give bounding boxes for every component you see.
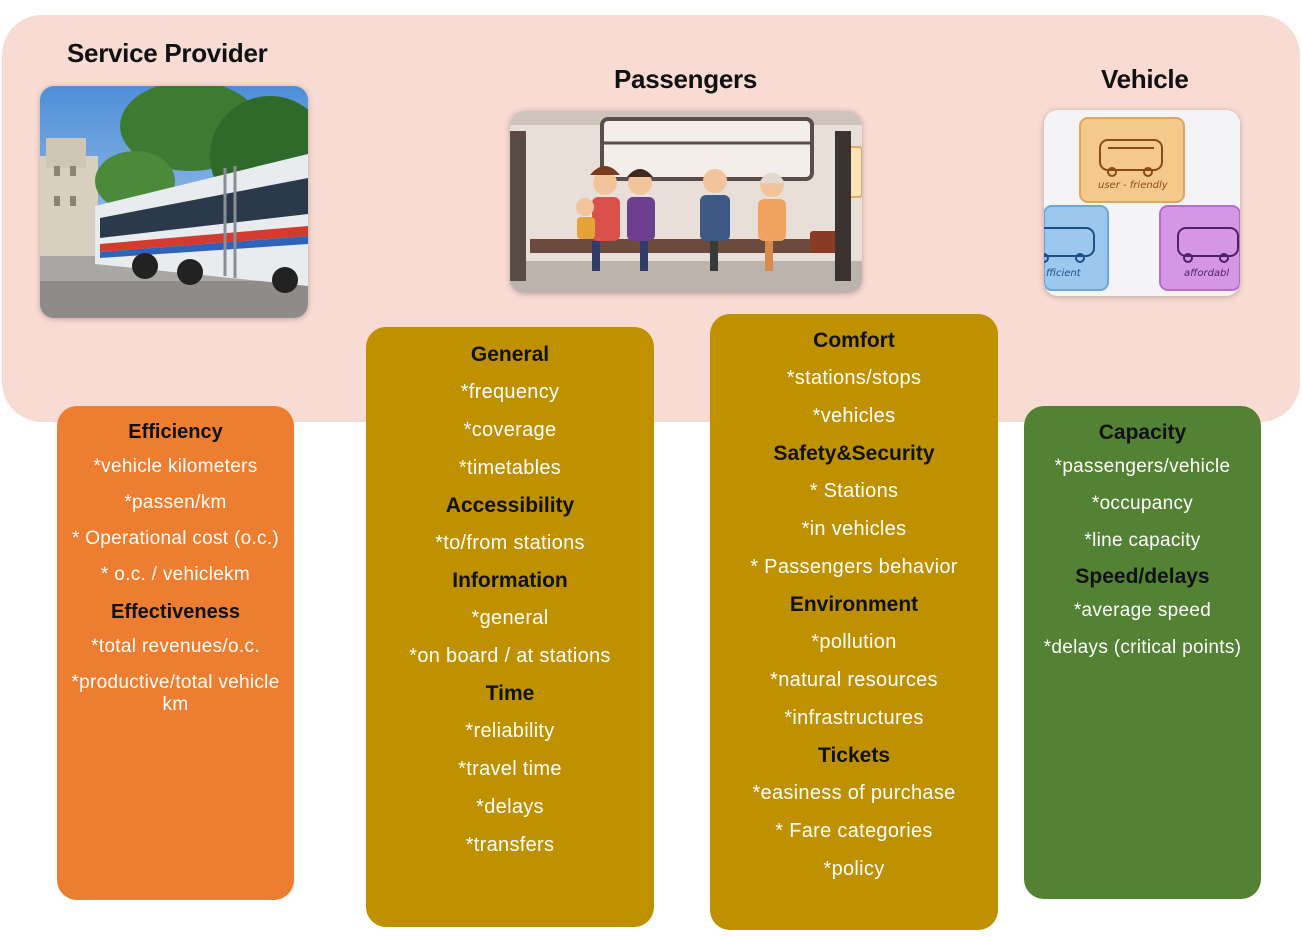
metric-item: *general [471, 607, 549, 629]
section-title: Capacity [1098, 421, 1187, 444]
metric-item: *natural resources [770, 669, 938, 691]
heading-service-provider: Service Provider [67, 38, 268, 68]
metric-item: *transfers [465, 834, 555, 856]
metric-item: *delays [476, 796, 544, 818]
section-title: General [470, 343, 550, 366]
metric-item: *vehicle kilometers [93, 456, 258, 477]
section-title: Accessibility [445, 494, 575, 517]
user-friendly-label: user - friendly [1098, 180, 1169, 191]
efficient-label: fficient [1046, 268, 1082, 279]
metric-item: *infrastructures [784, 707, 924, 729]
section-title: Tickets [818, 744, 890, 767]
metric-item: *line capacity [1084, 530, 1201, 551]
metric-item: * Passengers behavior [750, 556, 958, 578]
section-title: Information [452, 569, 568, 592]
bus-photo [40, 86, 308, 318]
metric-item: *average speed [1073, 600, 1212, 621]
section-title: Effectiveness [111, 601, 240, 623]
metric-item: * Fare categories [775, 820, 933, 842]
metric-item: *on board / at stations [409, 645, 611, 667]
metric-item: *easiness of purchase [752, 782, 956, 804]
metric-item: *pollution [811, 631, 897, 653]
metric-item: *timetables [458, 457, 562, 479]
metric-item: *coverage [463, 419, 557, 441]
section-title: Time [485, 682, 535, 705]
metric-item: *travel time [458, 758, 562, 780]
vehicle-graphic-drawing: user - friendly fficient affordabl [1044, 110, 1240, 296]
vehicle-card: Capacity *passengers/vehicle *occupancy *li… [1024, 406, 1261, 899]
metric-item: * Stations [809, 480, 899, 502]
passengers-illustration-drawing [510, 111, 862, 293]
metric-item: *occupancy [1091, 493, 1194, 514]
section-title: Environment [789, 593, 919, 616]
metric-item: *vehicles [812, 405, 896, 427]
metric-item: * o.c. / vehiclekm [100, 564, 250, 585]
metric-item: *in vehicles [801, 518, 907, 540]
section-title: Comfort [813, 329, 895, 352]
metric-item: *frequency [460, 381, 560, 403]
section-title: Safety&Security [773, 442, 935, 465]
vehicle-graphic: user - friendly fficient affordabl [1044, 110, 1240, 296]
bus-photo-illustration [40, 86, 308, 318]
metric-item: *reliability [465, 720, 555, 742]
metric-item: *delays (critical points) [1043, 637, 1242, 658]
metric-item: *to/from stations [435, 532, 585, 554]
metric-item: * Operational cost (o.c.) [71, 528, 280, 549]
metric-item: *passen/km [124, 492, 227, 513]
service-provider-card: Efficiency *vehicle kilometers *passen/km *… [57, 406, 294, 900]
affordable-label: affordabl [1184, 268, 1229, 279]
bus-icon [1177, 227, 1239, 263]
metric-item: *policy [823, 858, 885, 880]
heading-vehicle: Vehicle [1101, 64, 1189, 94]
heading-passengers: Passengers [614, 64, 757, 94]
metric-item: *total revenues/o.c. [91, 636, 260, 657]
bus-icon [1099, 139, 1163, 177]
section-title: Speed/delays [1075, 565, 1210, 588]
metric-item: *passengers/vehicle [1054, 456, 1231, 477]
section-title: Efficiency [128, 421, 223, 443]
metric-item: *stations/stops [786, 367, 922, 389]
bus-icon [1044, 227, 1095, 263]
passengers-illustration [510, 111, 862, 293]
metric-item: *productive/total vehicle km [71, 672, 280, 715]
